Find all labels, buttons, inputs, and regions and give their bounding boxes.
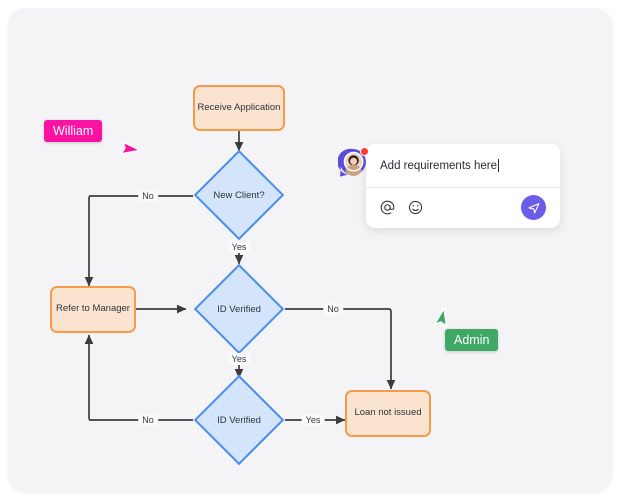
edge-label-id-verified-2-no: No — [138, 414, 158, 426]
cursor-pointer-william — [120, 141, 139, 155]
node-label: ID Verified — [217, 414, 261, 426]
comment-input[interactable]: Add requirements here — [366, 144, 560, 188]
user-avatar-pin[interactable] — [337, 147, 369, 178]
text-caret — [497, 159, 499, 172]
cursor-tag-admin[interactable]: Admin — [445, 329, 499, 351]
node-label: Loan not issued — [354, 407, 422, 419]
node-label: New Client? — [213, 189, 265, 201]
edge-label-id-verified-1-yes: Yes — [227, 353, 251, 365]
node-label: ID Verified — [217, 303, 261, 315]
cursor-pointer-admin — [433, 308, 448, 327]
edge-label-new-client-no: No — [138, 190, 158, 202]
emoji-smiley-icon[interactable] — [408, 200, 423, 215]
node-new-client[interactable]: New Client? — [193, 149, 285, 241]
send-button[interactable] — [521, 195, 546, 220]
node-loan-not-issued[interactable]: Loan not issued — [345, 390, 431, 437]
at-icon[interactable] — [380, 200, 395, 215]
avatar-pin-shape — [337, 148, 366, 177]
cursor-tag-william[interactable]: William — [44, 120, 103, 142]
edge-label-new-client-yes: Yes — [227, 241, 251, 253]
edge-label-id-verified-1-no: No — [323, 303, 343, 315]
whiteboard-canvas[interactable]: Receive Application New Client? Refer to… — [8, 8, 612, 492]
node-id-verified-2[interactable]: ID Verified — [193, 374, 285, 466]
node-receive-application[interactable]: Receive Application — [193, 85, 285, 131]
edge-label-id-verified-2-yes: Yes — [301, 414, 325, 426]
node-refer-to-manager[interactable]: Refer to Manager — [50, 286, 136, 333]
node-label: Receive Application — [197, 101, 281, 113]
comment-text: Add requirements here — [380, 159, 497, 172]
comment-composer-card[interactable]: Add requirements here — [366, 144, 560, 228]
comment-toolbar — [366, 188, 560, 227]
node-label: Refer to Manager — [56, 303, 130, 315]
node-id-verified-1[interactable]: ID Verified — [193, 263, 285, 355]
notification-badge-dot — [360, 147, 369, 156]
